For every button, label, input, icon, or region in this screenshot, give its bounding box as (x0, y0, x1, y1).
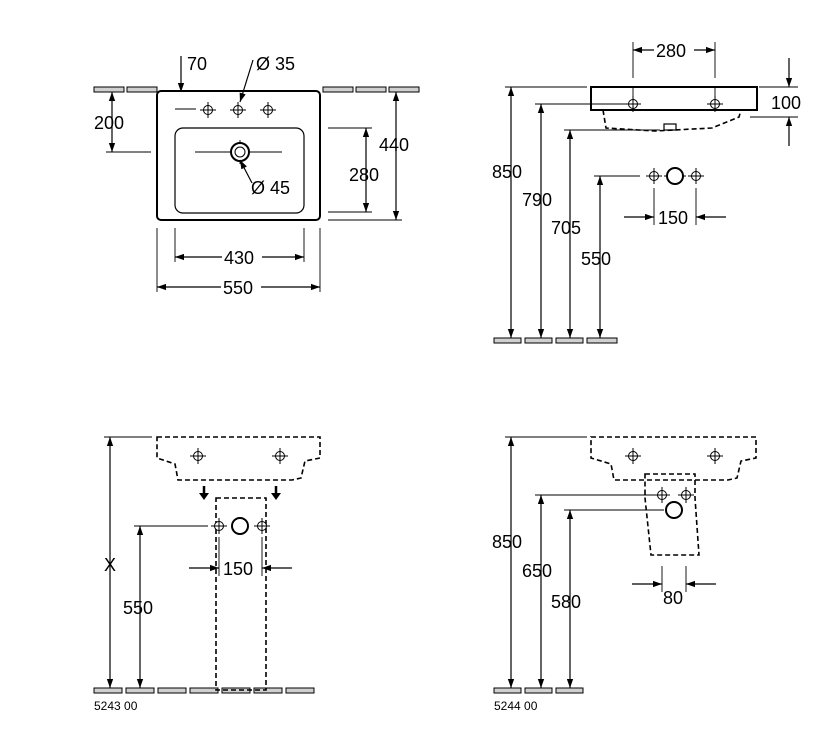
article-code: 5243 00 (94, 699, 138, 713)
dim-150: 150 (658, 208, 688, 228)
tap-hole-icon (271, 447, 289, 465)
dim-550: 550 (223, 278, 253, 298)
wall-fitting-icon (645, 167, 705, 185)
drain-icon (195, 140, 282, 164)
dim-850: 850 (492, 162, 522, 182)
dim-850: 850 (492, 532, 522, 552)
dim-790: 790 (522, 190, 552, 210)
side-view: 280 100 850 790 705 550 (492, 41, 801, 344)
dim-280: 280 (656, 41, 686, 61)
dim-430: 430 (224, 248, 254, 268)
dim-280: 280 (349, 165, 379, 185)
dim-x: X (104, 555, 116, 575)
plan-view: 70 Ø 35 200 440 280 Ø 45 430 550 (93, 54, 420, 298)
dim-100: 100 (771, 93, 801, 113)
down-arrow-icon (199, 486, 281, 500)
tap-hole-icon (199, 101, 277, 119)
basin-outline (156, 90, 321, 221)
article-code: 5244 00 (494, 699, 538, 713)
wall-fitting-icon (653, 486, 695, 519)
basin-outline (156, 436, 321, 481)
wall-fitting-icon (210, 517, 271, 535)
basin-outline (590, 436, 757, 481)
semi-pedestal-outline (644, 473, 700, 556)
pedestal-outline (215, 497, 267, 691)
dim-550: 550 (123, 598, 153, 618)
basin-underside (602, 109, 742, 132)
dim-70: 70 (187, 54, 207, 74)
semi-pedestal-view: 850 650 580 80 5244 00 (492, 436, 757, 713)
tap-hole-icon (189, 447, 207, 465)
floor-strip (493, 687, 584, 694)
basin-side-outline (590, 86, 758, 111)
dim-200: 200 (94, 113, 124, 133)
dim-650: 650 (522, 561, 552, 581)
tap-hole-icon (624, 447, 642, 465)
pedestal-view: X 550 150 5243 00 (93, 436, 321, 713)
dim-150: 150 (223, 559, 253, 579)
floor-strip (493, 337, 618, 344)
dim-dia-35: Ø 35 (256, 54, 295, 74)
wall-strip (93, 86, 420, 93)
bowl-outline (174, 127, 305, 214)
floor-strip (93, 687, 315, 694)
dim-705: 705 (551, 218, 581, 238)
dim-440: 440 (379, 135, 409, 155)
dim-dia-45: Ø 45 (251, 178, 290, 198)
dim-580: 580 (551, 592, 581, 612)
dim-550: 550 (581, 249, 611, 269)
dim-80: 80 (663, 588, 683, 608)
tap-hole-icon (706, 447, 724, 465)
